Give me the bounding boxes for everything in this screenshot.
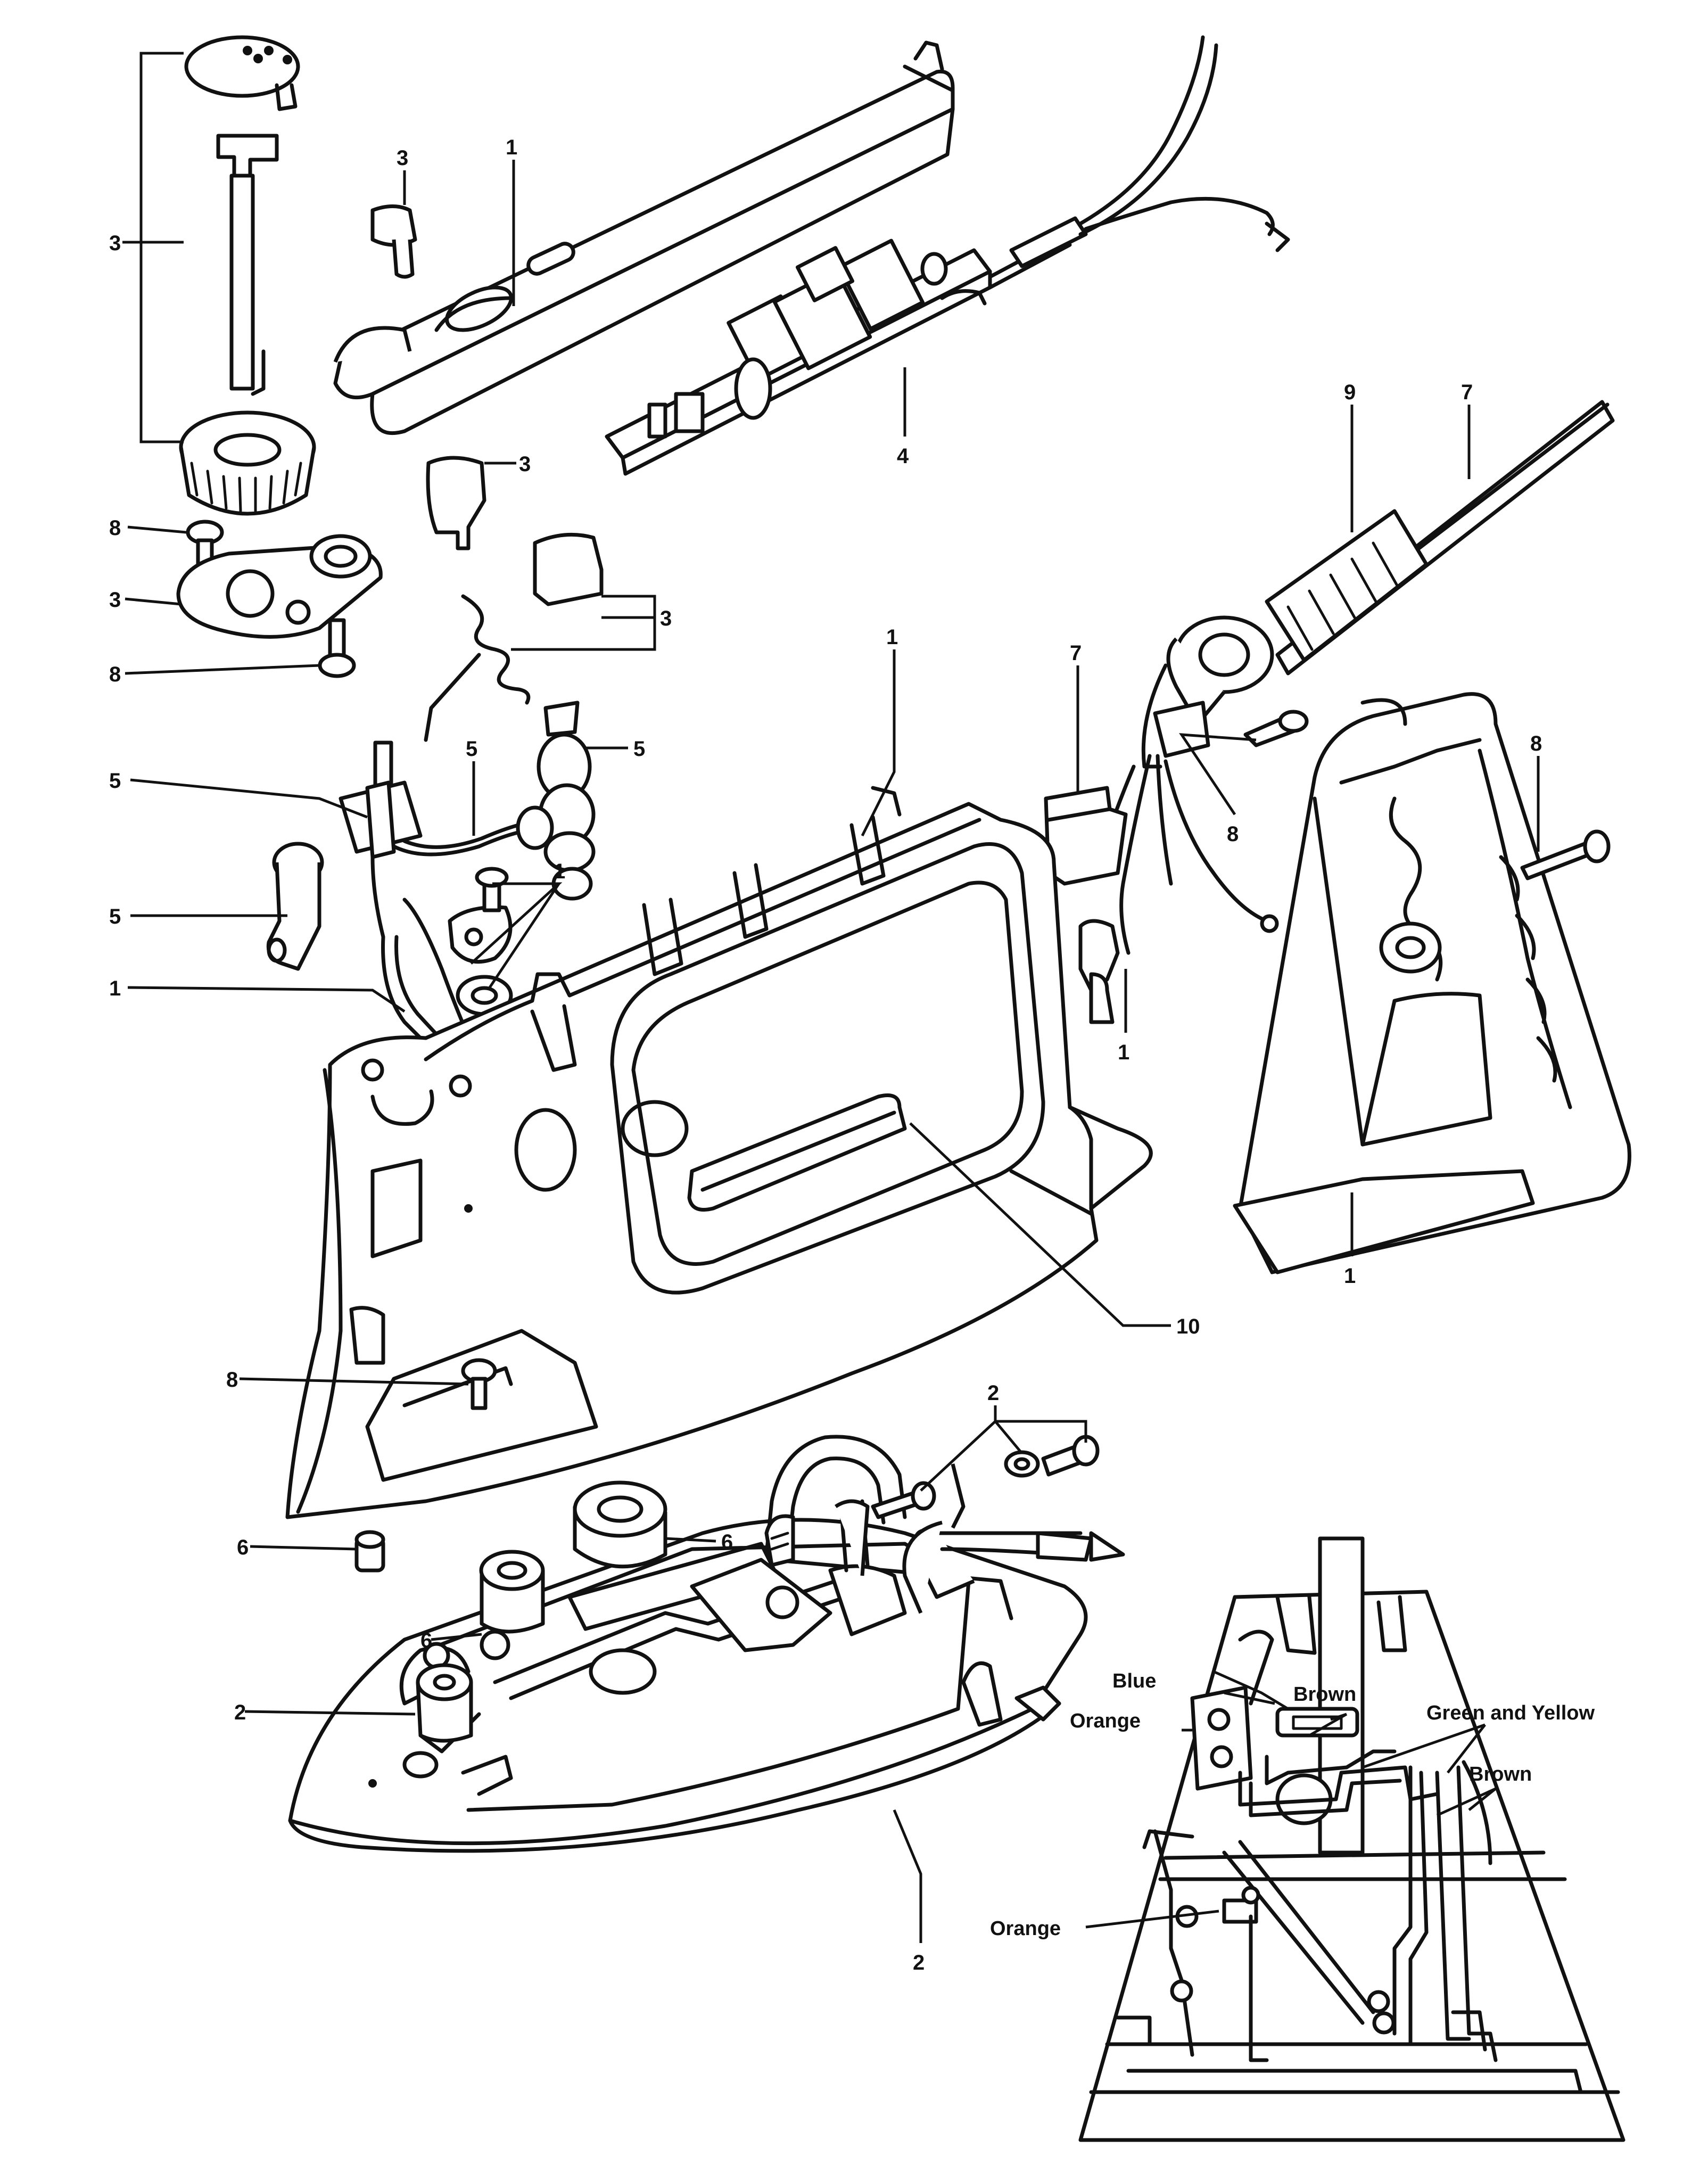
callout-spring-assembly: 3 (660, 607, 672, 630)
seal-ring (573, 1480, 667, 1569)
callout-soleplate: 2 (913, 1951, 925, 1974)
spray-pipe (393, 805, 554, 857)
leader-lines (122, 160, 1540, 1943)
callout-front-screw: 8 (226, 1368, 238, 1392)
callout-heel-screw: 8 (1530, 732, 1542, 755)
callout-dial-plate: 3 (109, 588, 121, 612)
callout-bush: 2 (234, 1701, 246, 1724)
seal-small (354, 1530, 385, 1573)
handle-top-cover (333, 40, 955, 435)
nozzle (266, 842, 324, 971)
dial-plate (176, 534, 383, 639)
callout-valve-left: 5 (109, 769, 121, 793)
dial-screw-lower (318, 618, 356, 678)
supply-wires-top (1078, 35, 1290, 252)
callout-pcb: 4 (897, 445, 909, 468)
callout-numbers: 3 3 1 8 3 8 4 3 3 9 7 5 5 5 5 1 1 1 7 1 … (109, 136, 1542, 1974)
callout-seal-ring: 6 (721, 1530, 733, 1554)
front-cover-plate (365, 1329, 598, 1482)
pcb-electronic-board (605, 216, 1088, 476)
callout-seal-small: 6 (237, 1536, 249, 1559)
cord-clamp-screws (1153, 701, 1309, 758)
wire-label-brown-top: Brown (1293, 1683, 1356, 1706)
spray-button (426, 456, 486, 550)
callout-mains-cable: 7 (1461, 381, 1473, 404)
callout-tube: 1 (109, 977, 121, 1000)
internal-wires (1094, 754, 1279, 955)
seal-medium (479, 1550, 545, 1634)
callout-pump-right: 5 (633, 737, 645, 761)
callout-nozzle: 5 (109, 905, 121, 928)
callout-steam-button: 3 (397, 146, 408, 170)
dial-rod (139, 52, 184, 443)
callout-terminal-block: 7 (1070, 641, 1082, 665)
callout-handle-cover: 1 (506, 136, 517, 159)
callout-cord-guard: 9 (1344, 381, 1356, 404)
callout-screw-upper: 8 (109, 516, 121, 540)
terminal-base (1078, 919, 1120, 1024)
callout-soleplate-screws: 2 (987, 1381, 999, 1405)
heel-screw (1520, 829, 1611, 880)
valve-left (339, 740, 423, 939)
pump-right (537, 701, 596, 901)
valve-plate (448, 867, 513, 1016)
bush (416, 1663, 473, 1743)
wire-label-brown-right: Brown (1469, 1763, 1532, 1785)
callout-window: 10 (1176, 1315, 1200, 1338)
callout-dial-top: 3 (109, 232, 121, 255)
callout-spray-button: 3 (519, 452, 531, 476)
steam-button (370, 204, 417, 279)
callout-screw-lower: 8 (109, 663, 121, 686)
callout-body-shell: 1 (886, 626, 898, 649)
wire-label-blue: Blue (1112, 1670, 1156, 1692)
soleplate-assembly (288, 1435, 1125, 1853)
soleplate-screws (871, 1435, 1100, 1519)
callout-valve-plate: 1 (554, 860, 565, 883)
callout-cord-screws: 8 (1227, 822, 1239, 846)
temperature-dial-assembly (179, 35, 316, 516)
wire-label-orange-bottom: Orange (990, 1917, 1061, 1940)
callout-seal-medium: 6 (420, 1629, 432, 1652)
cord-guard (1141, 509, 1429, 769)
callout-spray-pipe: 5 (466, 737, 477, 761)
callout-terminal-base: 1 (1118, 1041, 1129, 1064)
wire-colour-labels: Blue Brown Orange Green and Yellow Brown… (990, 1670, 1595, 1940)
callout-heel-cover: 1 (1344, 1264, 1356, 1288)
heel-rest-cover (1233, 692, 1631, 1274)
terminal-block (1044, 786, 1128, 886)
wiring-diagram-inset (1078, 1536, 1626, 2142)
wire-label-green-yellow: Green and Yellow (1426, 1702, 1595, 1724)
spring-assembly (424, 532, 604, 742)
wire-label-orange-top: Orange (1070, 1710, 1141, 1732)
